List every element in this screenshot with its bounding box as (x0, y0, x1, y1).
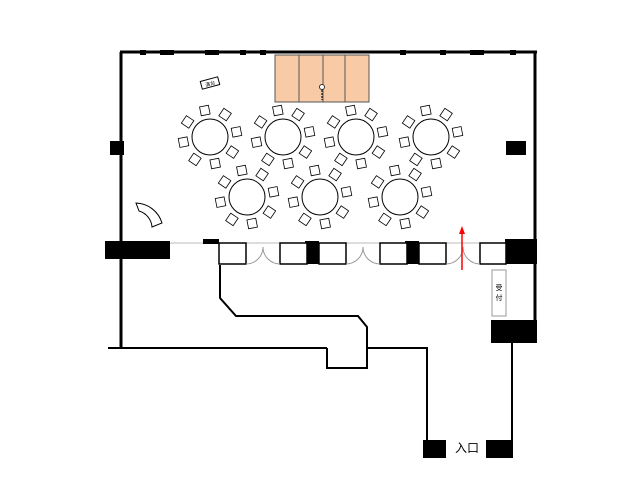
round-tables (177, 104, 464, 230)
chair (218, 107, 232, 122)
chair (287, 196, 300, 208)
chair (255, 167, 269, 182)
chair (439, 107, 453, 122)
reception-label-2: 付 (496, 293, 503, 302)
chair (319, 217, 331, 230)
chair (355, 157, 367, 170)
chair (446, 145, 461, 159)
chair (371, 145, 386, 159)
chair (230, 126, 243, 138)
chair (217, 175, 232, 189)
chair (272, 104, 284, 117)
round-table (214, 164, 280, 230)
reception-label-1: 受 (496, 283, 503, 292)
door-swings (245, 246, 481, 265)
table-top (337, 118, 375, 156)
table-top (412, 118, 450, 156)
chair (282, 157, 294, 170)
chair (323, 136, 336, 148)
chair (298, 145, 313, 159)
reception-desk (491, 269, 507, 317)
chair (409, 152, 423, 167)
table-top (301, 178, 339, 216)
chair (451, 126, 464, 138)
table-top (228, 178, 266, 216)
round-table (177, 104, 243, 170)
chair (261, 152, 275, 167)
chair (376, 126, 389, 138)
round-table (398, 104, 464, 170)
chair (378, 212, 392, 227)
chair (430, 157, 442, 170)
chair (180, 115, 195, 129)
chair (290, 175, 305, 189)
chair (367, 196, 380, 208)
round-table (287, 164, 353, 230)
chair (420, 104, 432, 117)
chair (225, 145, 240, 159)
podium-label: 演台 (205, 79, 216, 88)
chair (340, 186, 353, 198)
stage (274, 54, 370, 103)
chair (326, 115, 341, 129)
chair (214, 196, 227, 208)
chair (236, 164, 248, 177)
chair (177, 136, 190, 148)
chair (389, 164, 401, 177)
chair (303, 126, 316, 138)
round-table (367, 164, 433, 230)
chair (309, 164, 321, 177)
chair (401, 115, 416, 129)
chair (246, 217, 258, 230)
chair (209, 157, 221, 170)
entry-arrow-icon (459, 226, 465, 270)
table-top (381, 178, 419, 216)
round-table (323, 104, 389, 170)
chair (225, 212, 239, 227)
chair (370, 175, 385, 189)
entrance-label: 入口 (455, 441, 479, 455)
wall-posts (105, 50, 537, 458)
chair (420, 186, 433, 198)
chair (398, 136, 411, 148)
curved-sofa (135, 202, 163, 228)
chair (262, 205, 277, 219)
chair (253, 115, 268, 129)
chair (335, 205, 350, 219)
microphone-icon (319, 84, 325, 100)
chair (188, 152, 202, 167)
podium: 演台 (199, 76, 221, 90)
chair (267, 186, 280, 198)
chair (328, 167, 342, 182)
chair (250, 136, 263, 148)
chair (298, 212, 312, 227)
chair (408, 167, 422, 182)
table-top (191, 118, 229, 156)
chair (364, 107, 378, 122)
chair (399, 217, 411, 230)
chair (291, 107, 305, 122)
door-frames (218, 242, 507, 265)
chair (415, 205, 430, 219)
round-table (250, 104, 316, 170)
chair (345, 104, 357, 117)
table-top (264, 118, 302, 156)
chair (334, 152, 348, 167)
chair (199, 104, 211, 117)
